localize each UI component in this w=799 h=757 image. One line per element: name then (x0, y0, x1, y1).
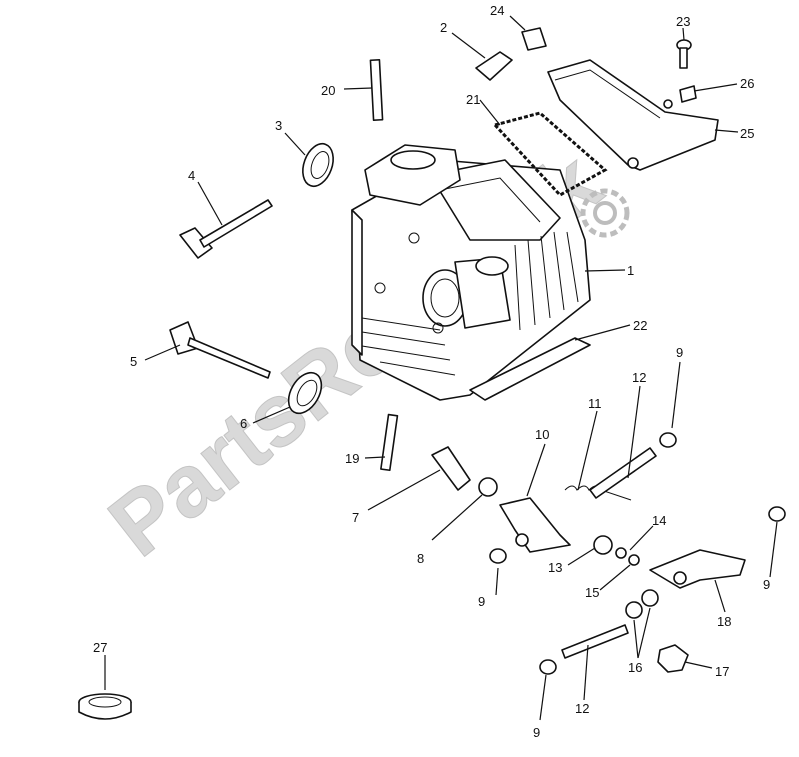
seal-27 (78, 693, 132, 720)
callout-19: 19 (345, 451, 359, 466)
callout-23: 23 (676, 14, 690, 29)
valve-guide-2 (475, 51, 513, 81)
rocker-arm-18 (649, 549, 746, 589)
callout-9a: 9 (676, 345, 683, 360)
callout-1: 1 (627, 263, 634, 278)
valve-cover (547, 59, 719, 171)
gasket (492, 111, 608, 197)
bushing-13 (593, 535, 613, 555)
callout-22: 22 (633, 318, 647, 333)
screw-23 (676, 39, 692, 69)
washer-9 (489, 432, 786, 675)
stud-20 (369, 58, 384, 121)
stud-19 (380, 413, 399, 472)
seal-3 (302, 142, 334, 188)
callout-27: 27 (93, 640, 107, 655)
callout-2: 2 (440, 20, 447, 35)
callout-25: 25 (740, 126, 754, 141)
callout-14: 14 (652, 513, 666, 528)
callout-17: 17 (715, 664, 729, 679)
cap-24 (521, 27, 547, 51)
gear-watermark-icon (580, 188, 630, 238)
gasket-22 (469, 337, 591, 401)
callout-3: 3 (275, 118, 282, 133)
callout-8: 8 (417, 551, 424, 566)
plug-26 (679, 85, 697, 103)
cap-8 (478, 477, 498, 497)
callout-24: 24 (490, 3, 504, 18)
callout-21: 21 (466, 92, 480, 107)
callout-10: 10 (535, 427, 549, 442)
valve-4 (179, 199, 273, 259)
leader-lines (104, 15, 778, 721)
pin-14-15 (615, 547, 640, 566)
washers-16 (625, 589, 659, 619)
callout-15: 15 (585, 585, 599, 600)
nut-17 (657, 644, 689, 673)
callout-12b: 12 (575, 701, 589, 716)
callout-4: 4 (188, 168, 195, 183)
callout-12a: 12 (632, 370, 646, 385)
rocker-arm-10 (499, 497, 571, 553)
seal-6 (287, 371, 323, 415)
valve-guide-7 (431, 446, 471, 491)
callout-5: 5 (130, 354, 137, 369)
callout-13: 13 (548, 560, 562, 575)
callout-18: 18 (717, 614, 731, 629)
callout-16: 16 (628, 660, 642, 675)
callout-20: 20 (321, 83, 335, 98)
callout-7: 7 (352, 510, 359, 525)
callout-9d: 9 (533, 725, 540, 740)
shaft-12-upper (589, 447, 657, 499)
callout-26: 26 (740, 76, 754, 91)
shaft-12-lower (561, 624, 629, 659)
callout-6: 6 (240, 416, 247, 431)
callout-labels: 1 2 3 4 5 6 7 8 9 9 9 9 10 11 12 12 13 1… (93, 3, 770, 740)
cylinder-head (351, 144, 591, 401)
callout-11: 11 (588, 396, 602, 411)
callout-9b: 9 (478, 594, 485, 609)
callout-9c: 9 (763, 577, 770, 592)
valve-5 (169, 321, 271, 379)
